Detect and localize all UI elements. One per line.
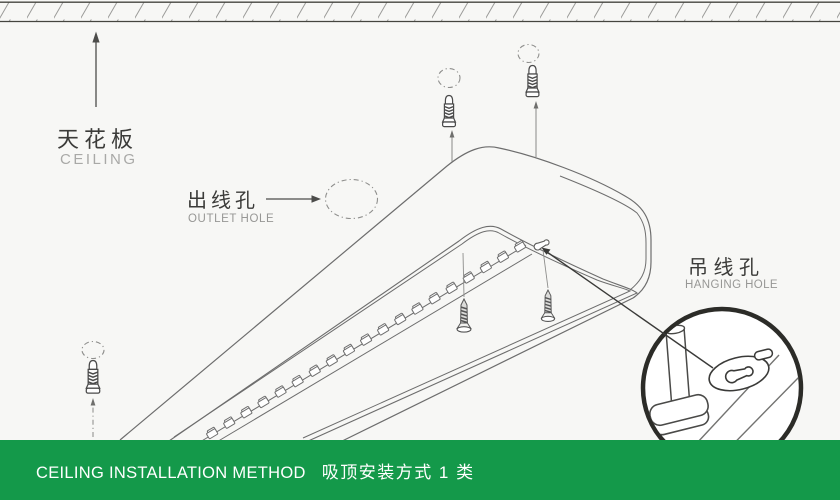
magnifier-callout-line — [546, 251, 714, 369]
fixture-panel-outer — [168, 225, 639, 443]
wall-anchor-icon — [525, 64, 540, 98]
fixture-panel-inner — [173, 230, 632, 439]
anchor-pointer-arrowheads — [90, 101, 539, 406]
ceiling-label-en: CEILING — [60, 151, 138, 168]
hanging-hole-label-en: HANGING HOLE — [685, 279, 778, 291]
drill-hole-2 — [517, 43, 540, 64]
ceiling-arrow — [92, 31, 100, 107]
drill-hole-dashed-circles — [81, 43, 540, 360]
ceiling-hatch-band — [0, 1, 840, 23]
suspension-post — [649, 324, 710, 436]
outlet-hole-arrow — [266, 195, 321, 203]
fixture-inner-wall-line — [559, 175, 647, 291]
keyhole-slot — [533, 239, 550, 251]
wall-anchor-icon — [441, 94, 457, 128]
fixture-outer-silhouette — [119, 146, 652, 448]
mounting-screw-icon — [540, 289, 556, 323]
footer-bar: CEILING INSTALLATION METHOD 吸顶安装方式 1 类 — [0, 440, 840, 500]
ceiling-label-zh: 天花板 — [57, 127, 139, 152]
mounting-screw-icon — [456, 298, 472, 333]
magnified-hanging-hole — [708, 348, 774, 392]
outlet-hole-label-zh: 出线孔 — [187, 190, 259, 212]
footer-title-zh: 吸顶安装方式 1 类 — [321, 462, 475, 482]
anchor-pointer-lines — [92, 104, 537, 437]
drill-hole-1 — [437, 67, 461, 89]
footer-title-en: CEILING INSTALLATION METHOD — [36, 463, 306, 482]
callout-arrowhead — [541, 247, 551, 255]
slot-strip-bottom — [209, 253, 533, 447]
hanging-hole-label-zh: 吊线孔 — [688, 257, 765, 279]
hanging-hole-magnifier — [541, 247, 804, 470]
wall-anchor-icon — [85, 359, 101, 394]
drill-hole-3 — [81, 340, 105, 360]
screw-guide-lines — [462, 249, 549, 298]
footer-title: CEILING INSTALLATION METHOD 吸顶安装方式 1 类 — [0, 458, 475, 483]
outlet-hole-dashed-circle — [324, 178, 379, 220]
outlet-hole-label-en: OUTLET HOLE — [188, 213, 275, 225]
